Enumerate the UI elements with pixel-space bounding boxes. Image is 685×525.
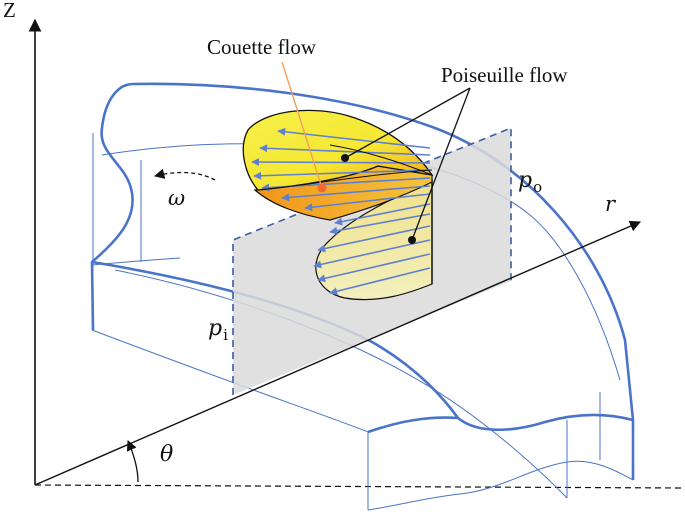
couette-flow-label: Couette flow [207, 35, 317, 59]
inner-pressure-symbol: p [208, 316, 223, 341]
theta-reference-line [34, 484, 684, 489]
outer-pressure-label: po [518, 168, 543, 196]
outer-pressure-subscript: o [533, 178, 543, 196]
theta-arc [126, 440, 139, 483]
poiseuille-flow-label: Poiseuille flow [441, 63, 568, 87]
z-axis-label: Z [3, 0, 16, 22]
theta-label: θ [160, 442, 174, 467]
outer-pressure-symbol: p [518, 168, 533, 193]
omega-rotation-arrow [153, 168, 216, 181]
inner-pressure-label: pi [208, 316, 228, 344]
omega-label: ω [168, 186, 186, 210]
couette-pointer-dot [317, 183, 327, 193]
couette-pointer-line [281, 61, 323, 189]
inner-pressure-subscript: i [223, 326, 228, 344]
poiseuille-pointer-dot-upper [341, 154, 349, 162]
r-axis-label: r [605, 192, 616, 216]
poiseuille-upper-profile [242, 109, 434, 191]
poiseuille-pointer-dot-lower [408, 236, 416, 244]
velocity-profile-curves [257, 144, 433, 191]
velocity-arrows [251, 127, 431, 296]
poiseuille-pointer-lines [344, 87, 471, 241]
